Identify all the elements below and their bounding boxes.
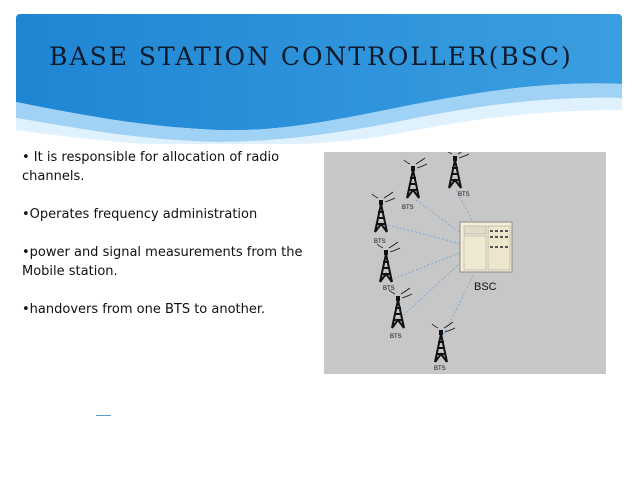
bts-tower-icon — [388, 287, 413, 329]
bullet-item: •power and signal measurements from the … — [22, 245, 303, 279]
bts-label: BTS — [434, 366, 446, 372]
bullet-item: •Operates frequency administration — [22, 207, 258, 222]
bts-label: BTS — [383, 286, 395, 292]
bsc-diagram: BTS BTS BTS BTS BTS BTS BSC — [324, 152, 606, 374]
bts-tower-icon — [445, 152, 470, 189]
link-lines — [383, 189, 475, 339]
bts-tower-icon — [371, 191, 396, 233]
bts-tower-icon — [376, 241, 401, 283]
bts-tower-icon — [403, 157, 428, 199]
bts-label: BTS — [374, 239, 386, 245]
header-wave-graphic — [16, 14, 622, 144]
bsc-cabinet-icon — [459, 221, 513, 273]
bts-label: BTS — [402, 205, 414, 211]
decorative-line — [96, 415, 111, 416]
bsc-label: BSC — [474, 281, 497, 293]
slide-title: BASE STATION CONTROLLER(BSC) — [49, 42, 573, 71]
bullet-item: • It is responsible for allocation of ra… — [22, 150, 280, 184]
bullet-list: • It is responsible for allocation of ra… — [22, 148, 318, 338]
header-banner — [16, 14, 622, 144]
bts-tower-icon — [431, 321, 456, 363]
bts-label: BTS — [390, 334, 402, 340]
bsc-diagram-graphic: BTS BTS BTS BTS BTS BTS BSC — [371, 152, 513, 372]
bts-label: BTS — [458, 192, 470, 198]
bullet-item: •handovers from one BTS to another. — [22, 302, 266, 317]
